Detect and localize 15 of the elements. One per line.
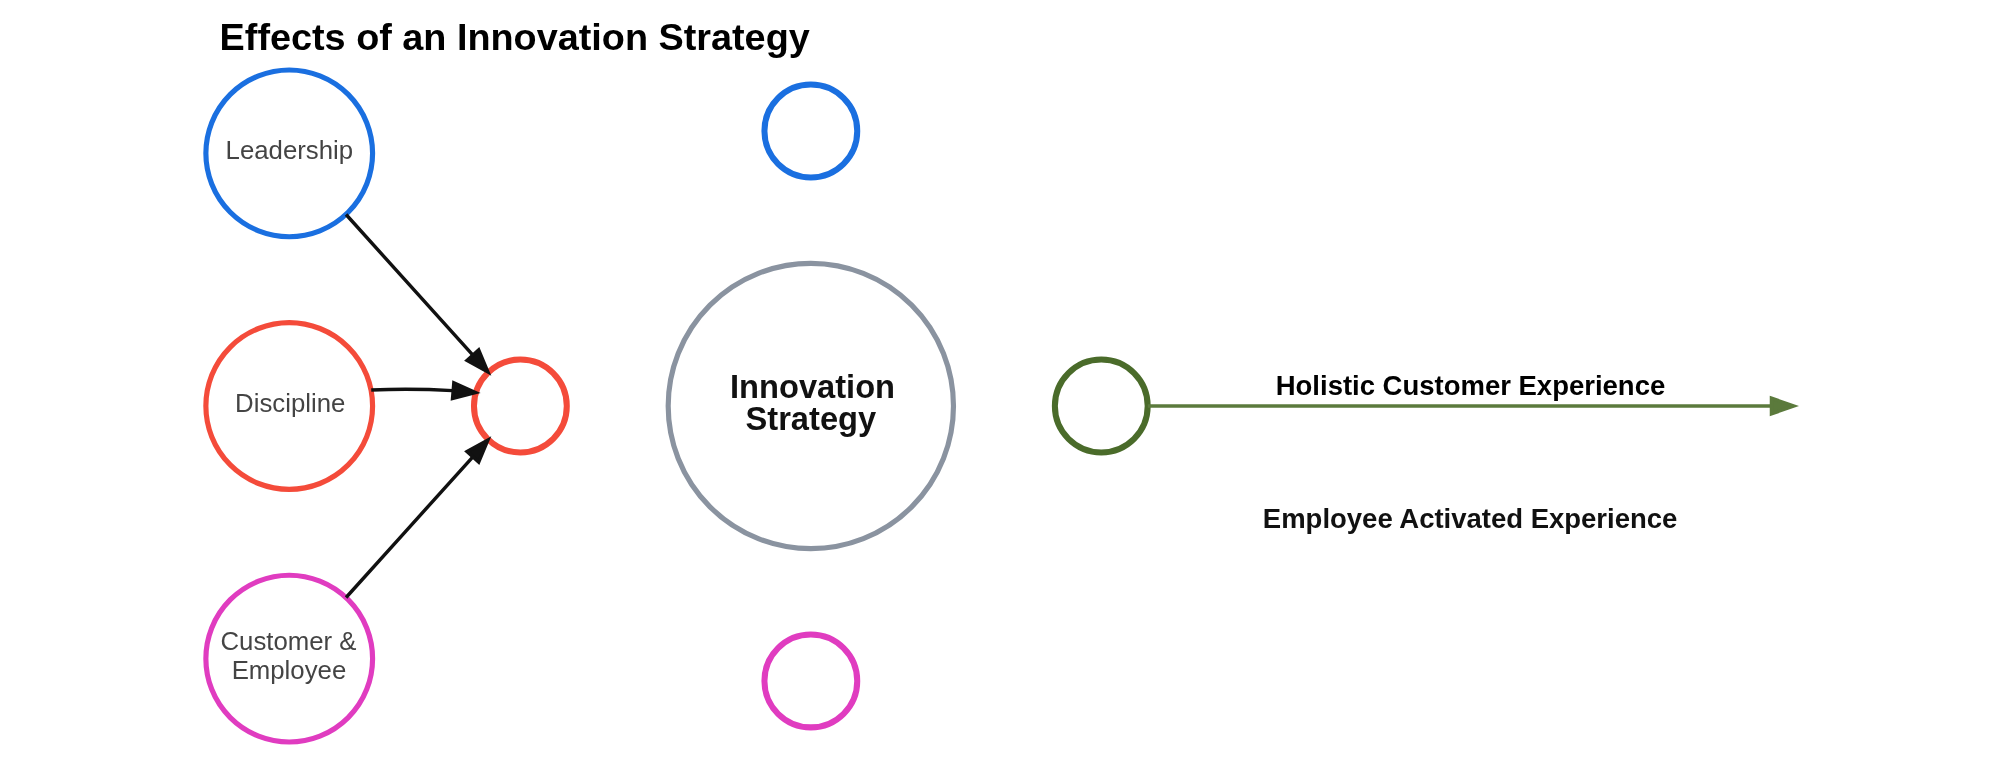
edge-label: Holistic Customer Experience	[1275, 370, 1665, 402]
node-circle: Leadership	[202, 67, 375, 240]
diagram-title: Effects of an Innovation Strategy	[219, 16, 810, 59]
node-circle	[470, 356, 570, 456]
node-circle	[760, 81, 860, 181]
node-circle: Innovation Strategy	[665, 260, 956, 552]
node-circle	[1051, 356, 1151, 456]
node-circle	[760, 631, 860, 731]
arrow	[344, 213, 491, 376]
node-circle: Customer & Employee	[202, 572, 375, 745]
arrow	[370, 380, 481, 401]
label: Employee Activated Experience	[1262, 502, 1677, 534]
arrow	[1147, 395, 1799, 417]
arrow	[344, 436, 491, 599]
node-circle: Discipline	[202, 320, 375, 492]
